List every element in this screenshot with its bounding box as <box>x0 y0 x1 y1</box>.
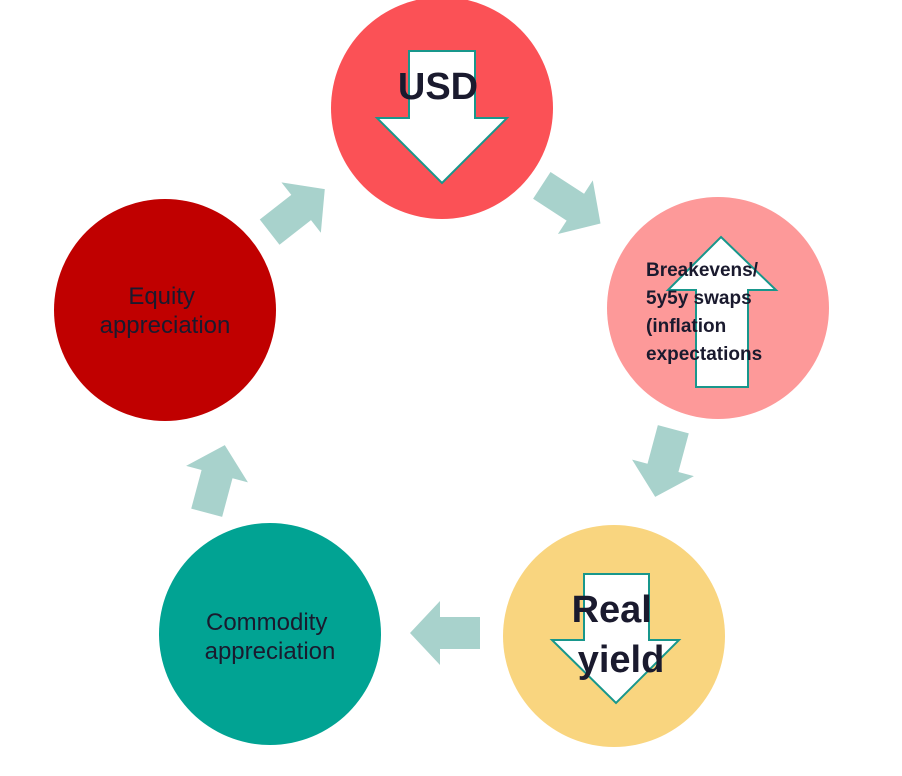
breakevens-line-4: expectations <box>646 344 762 365</box>
breakevens-label: Breakevens/ 5y5y swaps (inflation expect… <box>646 260 763 365</box>
real-yield-line-1: Real <box>572 589 652 631</box>
cycle-arrow-equity-to-usd <box>259 182 325 245</box>
commodity-line-2: appreciation <box>205 638 336 665</box>
equity-line-2: appreciation <box>100 312 231 339</box>
cycle-arrow-breakevens-to-real-yield <box>632 425 694 497</box>
equity-circle <box>54 199 276 421</box>
equity-label: Equity appreciation <box>100 283 231 339</box>
commodity-label: Commodity appreciation <box>205 609 336 665</box>
cycle-arrows <box>186 171 694 665</box>
node-commodity: Commodity appreciation <box>159 523 381 745</box>
node-real-yield: Real yield <box>503 525 725 747</box>
down-arrow-icon <box>549 573 682 705</box>
breakevens-line-1: Breakevens/ <box>646 260 759 281</box>
node-breakevens: Breakevens/ 5y5y swaps (inflation expect… <box>607 197 829 419</box>
breakevens-line-2: 5y5y swaps <box>646 288 752 309</box>
real-yield-label: Real yield <box>572 589 665 681</box>
usd-label: USD <box>398 66 478 108</box>
cycle-arrow-real-yield-to-commodity <box>410 601 480 665</box>
down-arrow-icon <box>374 50 510 185</box>
commodity-line-1: Commodity <box>206 609 327 636</box>
node-equity: Equity appreciation <box>54 199 276 421</box>
up-arrow-icon <box>665 235 779 388</box>
node-usd: USD <box>331 0 553 219</box>
real-yield-line-2: yield <box>578 639 665 681</box>
cycle-arrow-commodity-to-equity <box>186 445 248 517</box>
breakevens-line-3: (inflation <box>646 316 726 337</box>
equity-line-1: Equity <box>128 283 195 310</box>
cycle-arrow-usd-to-breakevens <box>533 171 601 235</box>
commodity-circle <box>159 523 381 745</box>
